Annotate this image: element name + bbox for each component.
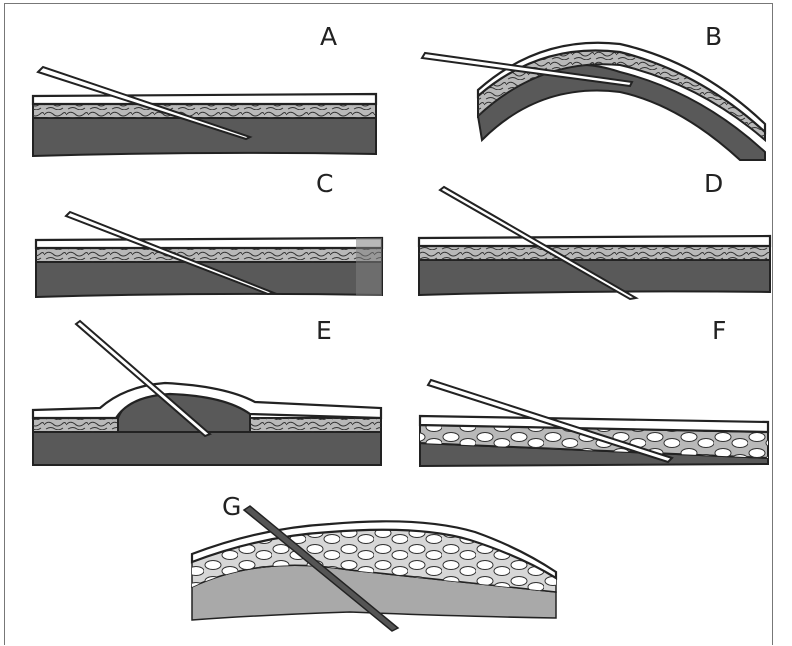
fat-cells xyxy=(419,246,770,260)
panel-c: C xyxy=(36,169,382,297)
panel-label-g: G xyxy=(222,492,241,521)
tissue-layers-b xyxy=(478,43,765,160)
fat-cells xyxy=(36,248,382,262)
tissue-layers-d xyxy=(419,236,770,295)
panel-d: D xyxy=(419,169,770,299)
panel-label-c: C xyxy=(316,169,333,198)
panel-e: E xyxy=(33,316,381,465)
panel-label-d: D xyxy=(704,169,723,198)
panel-label-b: B xyxy=(705,22,722,51)
panel-f: F xyxy=(420,316,768,466)
fat-cells xyxy=(33,104,376,118)
panel-label-a: A xyxy=(320,22,337,51)
tissue-layers-f xyxy=(420,416,768,466)
panel-a: A xyxy=(33,22,376,156)
tissue-layers-e xyxy=(33,383,381,465)
epidermis-layer xyxy=(36,238,382,248)
epidermis-layer xyxy=(33,94,376,104)
panel-g: G xyxy=(192,492,556,631)
shading-block xyxy=(356,238,382,296)
tissue-layers-g xyxy=(192,521,556,620)
panel-b: B xyxy=(422,22,765,160)
epidermis-layer xyxy=(419,236,770,246)
dermis-layer xyxy=(33,432,381,465)
panel-label-f: F xyxy=(712,316,726,345)
panel-label-e: E xyxy=(316,316,332,345)
